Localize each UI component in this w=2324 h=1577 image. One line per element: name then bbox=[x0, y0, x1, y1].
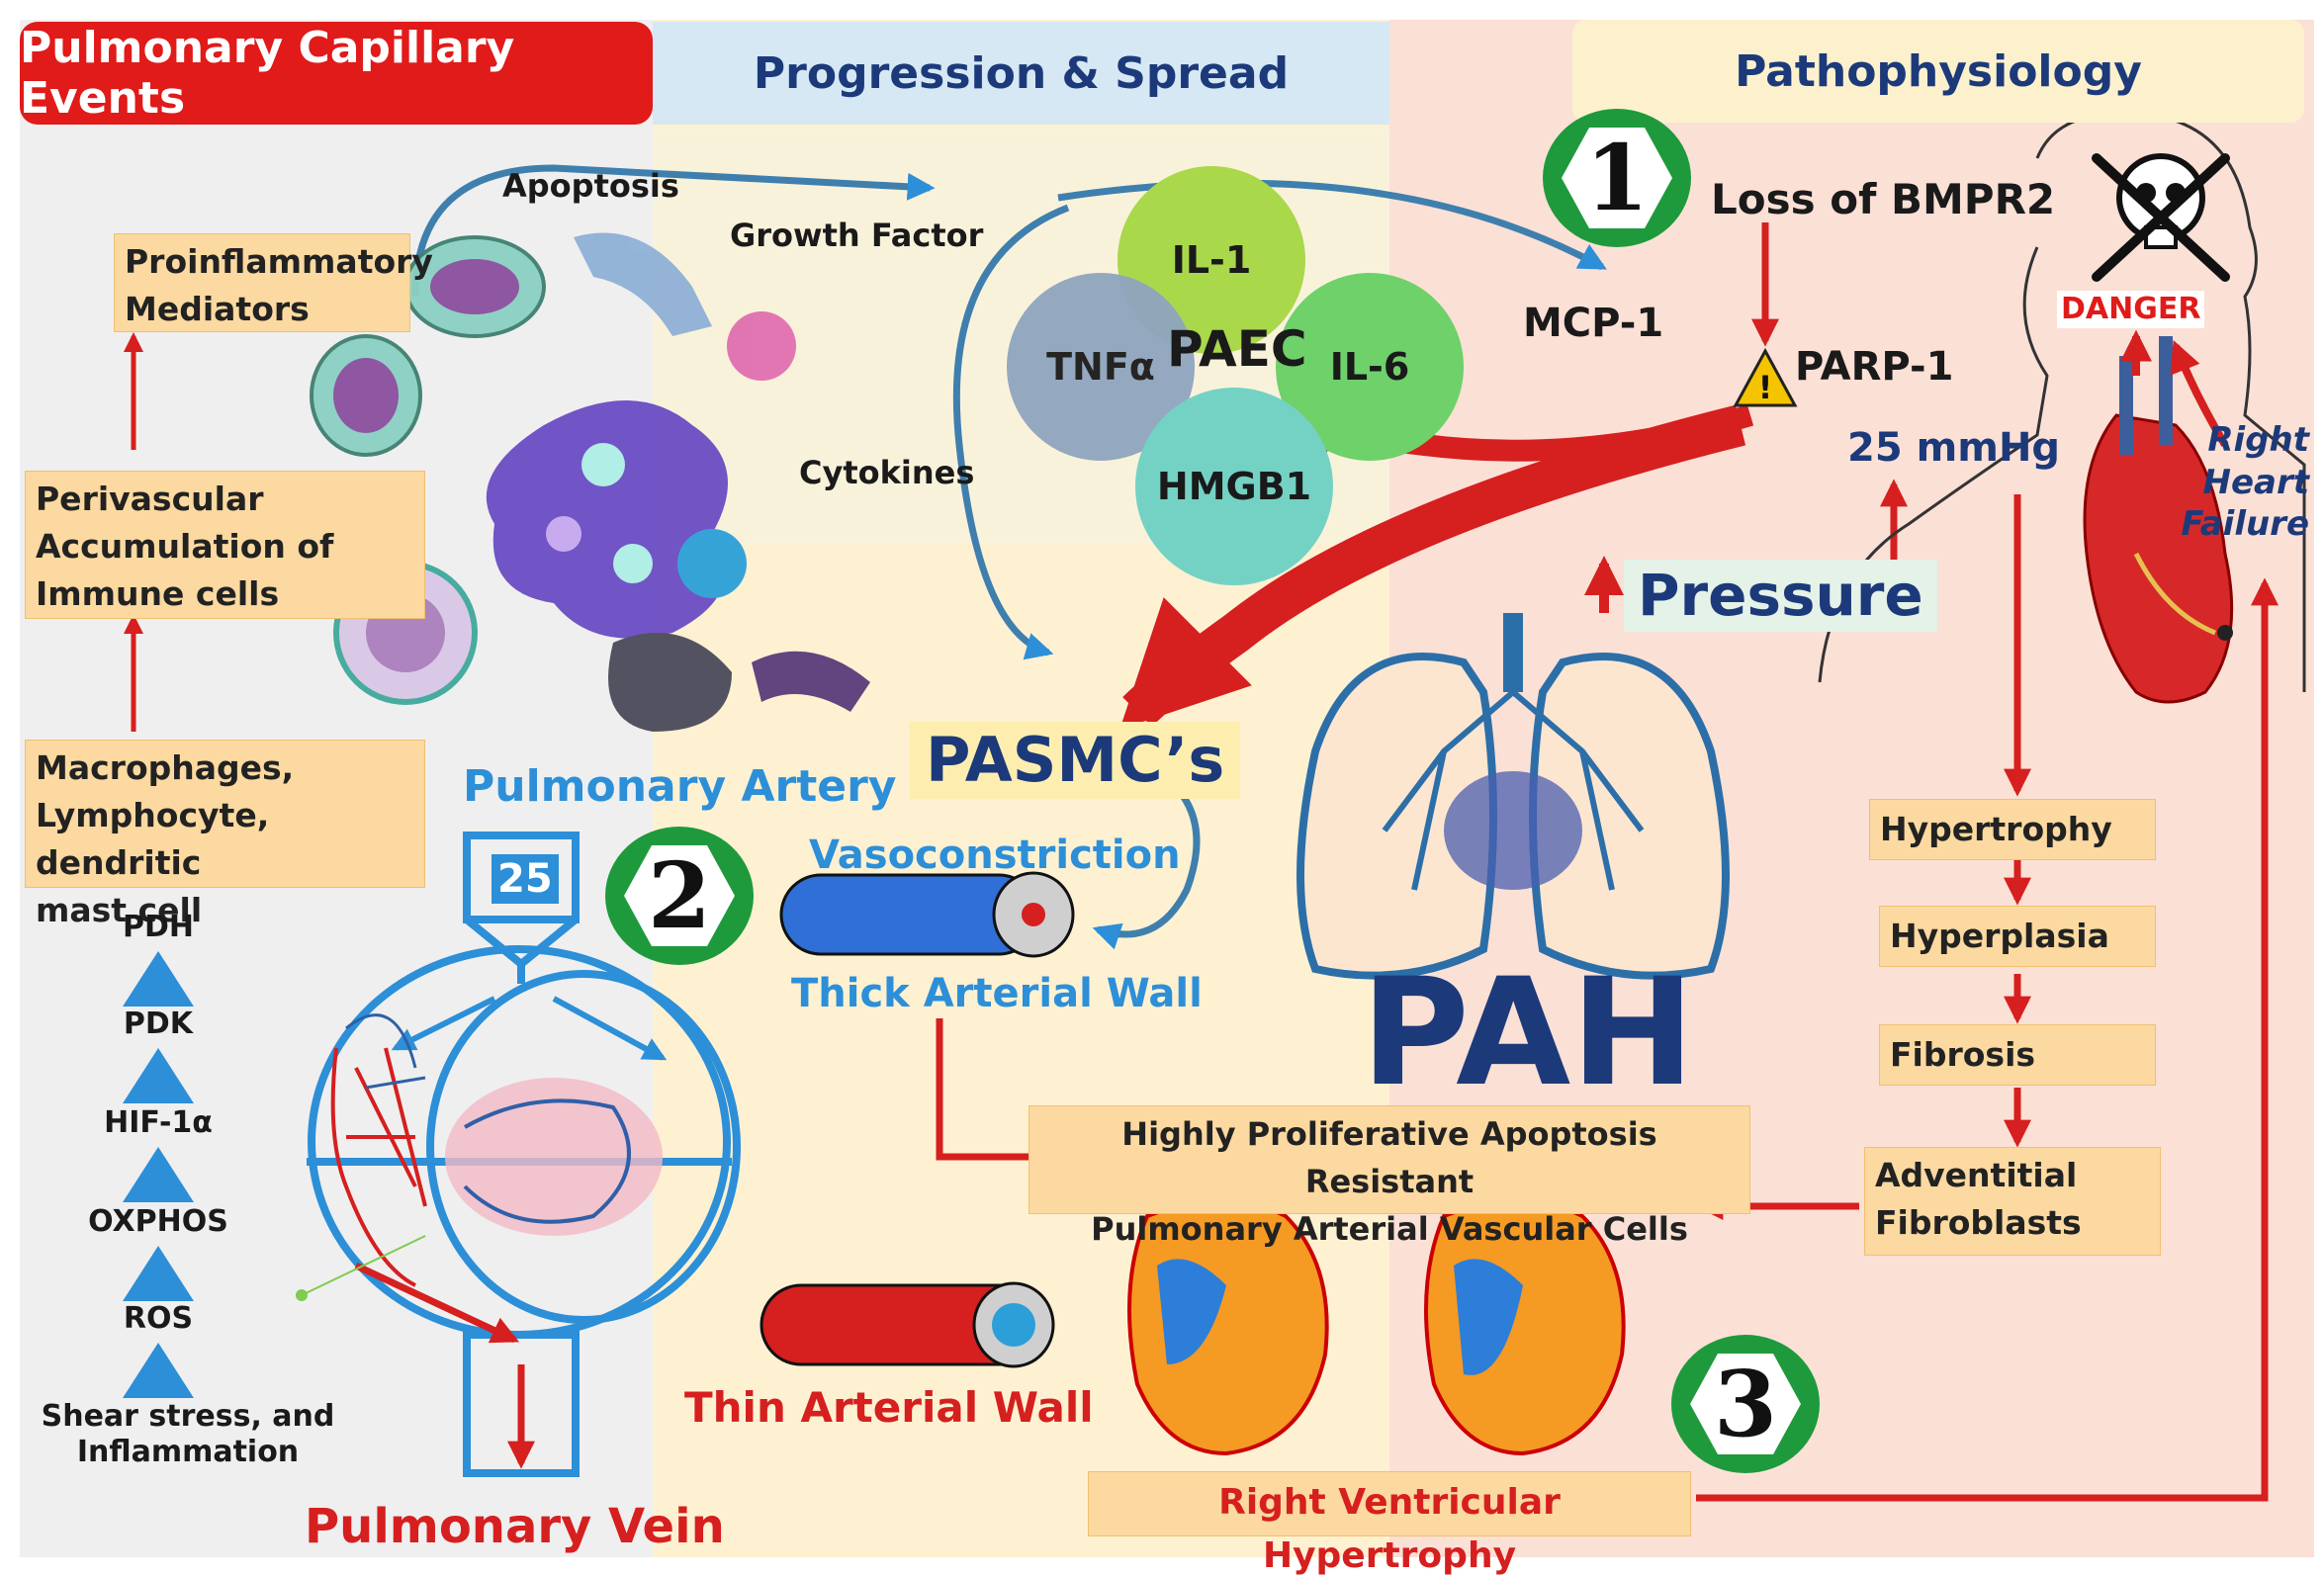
cycle-loop-right bbox=[1057, 179, 1607, 271]
chain-label-1: PDK bbox=[123, 1007, 194, 1041]
label-vasoconstriction: Vasoconstriction bbox=[809, 832, 1181, 878]
box-proinflammatory: Proinflammatory Mediators bbox=[114, 233, 433, 332]
thick-artery-vessel bbox=[779, 871, 1075, 958]
parp-to-pasmc-arrow bbox=[1119, 404, 1746, 730]
box-rv-hypertrophy: Right Ventricular Hypertrophy bbox=[1088, 1471, 1691, 1576]
cycle-loop-inner bbox=[952, 204, 1070, 660]
label-danger: DANGER bbox=[2057, 291, 2205, 328]
svg-text:!: ! bbox=[1758, 369, 1773, 406]
thin-artery-vessel bbox=[760, 1281, 1055, 1368]
label-mmhg: 25 mmHg bbox=[1847, 425, 2061, 471]
step-marker-2: 2 bbox=[605, 827, 754, 965]
header-progression: Progression & Spread bbox=[653, 22, 1389, 125]
label-loss-bmpr2: Loss of BMPR2 bbox=[1711, 175, 2056, 223]
label-pah: PAH bbox=[1361, 947, 1695, 1119]
chain-label-3: OXPHOS bbox=[88, 1204, 228, 1239]
cascade-fibrosis: Fibrosis bbox=[1879, 1024, 2156, 1086]
chain-triangle-1 bbox=[123, 951, 194, 1007]
label-parp1: PARP-1 bbox=[1795, 344, 1954, 390]
paec-center-label: PAEC bbox=[1167, 320, 1307, 378]
label-mcp1: MCP-1 bbox=[1523, 301, 1664, 346]
box-highly-proliferative: Highly Proliferative Apoptosis Resistant… bbox=[1028, 1105, 1750, 1248]
header-pathophysiology: Pathophysiology bbox=[1572, 20, 2304, 123]
paec-il1: IL-1 bbox=[1117, 166, 1305, 354]
chain-triangle-2 bbox=[123, 1048, 194, 1103]
skull-icon bbox=[2092, 153, 2230, 282]
chain-label-4: ROS bbox=[123, 1301, 194, 1336]
chain-triangle-3 bbox=[123, 1147, 194, 1202]
cascade-hypertrophy: Hypertrophy bbox=[1869, 799, 2156, 860]
cascade-adventitial-fibroblasts: Adventitial Fibroblasts bbox=[1864, 1147, 2161, 1256]
header-capillary-events: Pulmonary Capillary Events bbox=[20, 22, 653, 125]
label-artery-number: 25 bbox=[492, 854, 559, 904]
label-pulmonary-vein: Pulmonary Vein bbox=[305, 1499, 725, 1554]
paec-hmgb1: HMGB1 bbox=[1135, 388, 1333, 585]
step-marker-1: 1 bbox=[1543, 109, 1691, 247]
label-thin-wall: Thin Arterial Wall bbox=[684, 1383, 1094, 1432]
chain-triangle-5 bbox=[123, 1343, 194, 1398]
label-cytokines: Cytokines bbox=[799, 454, 975, 491]
lungs-illustration bbox=[1296, 613, 1730, 980]
label-pulmonary-artery: Pulmonary Artery bbox=[463, 761, 897, 812]
label-thick-wall: Thick Arterial Wall bbox=[791, 971, 1203, 1016]
cascade-hyperplasia: Hyperplasia bbox=[1879, 906, 2156, 967]
box-perivascular: Perivascular Accumulation of Immune cell… bbox=[25, 471, 425, 619]
label-pasmc: PASMC’s bbox=[910, 722, 1241, 799]
label-right-heart-failure: Right Heart Failure bbox=[2181, 420, 2309, 544]
heart-illustration bbox=[2083, 336, 2234, 704]
box-macrophages: Macrophages, Lymphocyte, dendritic mast … bbox=[25, 740, 425, 929]
warning-icon: ! bbox=[1733, 347, 1798, 407]
label-pressure: Pressure bbox=[1624, 560, 1937, 632]
immune-cells bbox=[310, 232, 870, 732]
step-marker-3: 3 bbox=[1671, 1335, 1820, 1473]
chain-triangle-4 bbox=[123, 1246, 194, 1301]
chain-label-5: Shear stress, and Inflammation bbox=[41, 1399, 335, 1469]
chain-label-2: HIF-1α bbox=[104, 1105, 213, 1140]
label-apoptosis: Apoptosis bbox=[502, 167, 679, 205]
chain-label-0: PDH bbox=[123, 910, 194, 944]
label-growth-factor: Growth Factor bbox=[730, 217, 984, 254]
